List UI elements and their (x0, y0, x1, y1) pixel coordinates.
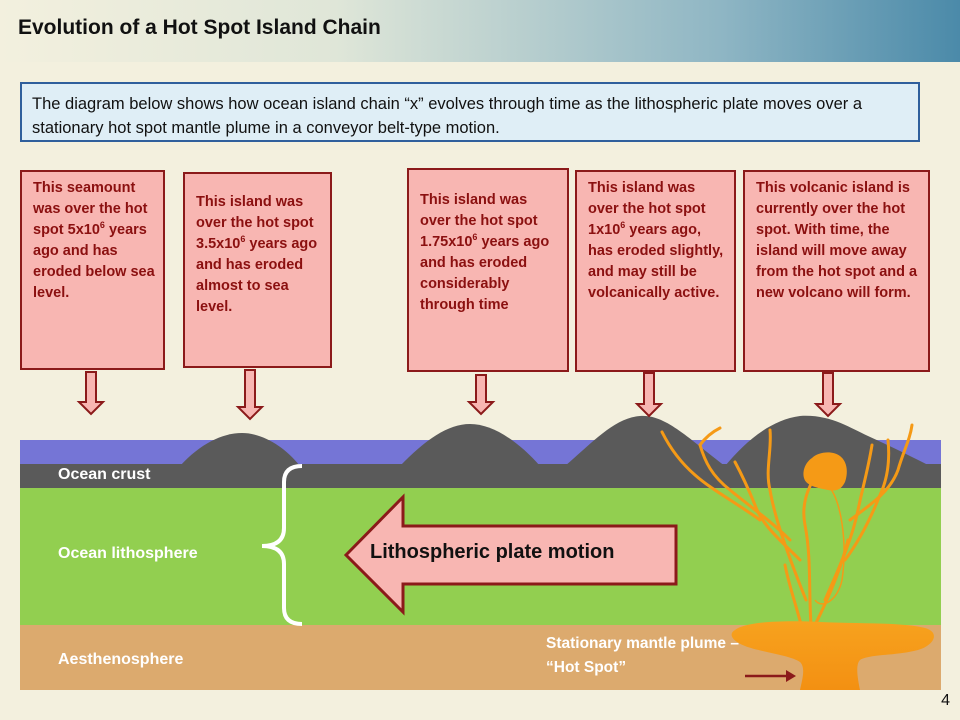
hot-spot-label: Stationary mantle plume – “Hot Spot” (546, 635, 739, 676)
down-arrows (76, 369, 843, 421)
title-banner (0, 0, 960, 62)
box-text: This island was over the hot spot 1x10 (588, 180, 706, 238)
box-superscript: 6 (99, 220, 105, 231)
plate-motion-label: Lithospheric plate motion (370, 541, 615, 563)
volcano-3 (565, 415, 725, 466)
box-text: This island was over the hot spot 3.5x10 (196, 194, 314, 252)
volcanoes (180, 415, 930, 466)
box-text: This island was over the hot spot 1.75x1… (420, 192, 538, 250)
box-superscript: 6 (240, 234, 246, 245)
volcano-4 (725, 415, 930, 466)
box-text: This seamount was over the hot spot 5x10 (33, 180, 148, 238)
info-box-island-1: This island was over the hot spot 3.5x10… (183, 172, 332, 368)
aesthenosphere-label: Aesthenosphere (58, 651, 184, 668)
page-number: 4 (941, 692, 950, 709)
arrow-5 (813, 372, 843, 418)
info-box-island-3: This island was over the hot spot 1x106 … (575, 170, 736, 372)
plate-motion-arrow (343, 493, 678, 616)
volcano-2 (400, 424, 540, 466)
magma-conduits (660, 423, 914, 642)
info-box-island-2: This island was over the hot spot 1.75x1… (407, 168, 569, 372)
magma-chamber-icon (803, 452, 847, 491)
info-box-seamount: This seamount was over the hot spot 5x10… (20, 170, 165, 370)
arrow-2 (235, 369, 265, 421)
ocean-lithosphere-label: Ocean lithosphere (58, 545, 198, 562)
box-text: years ago and has eroded below sea level… (33, 222, 155, 301)
ocean-crust-label: Ocean crust (58, 466, 151, 483)
box-text: years ago and has eroded almost to sea l… (196, 236, 318, 315)
box-text: years ago and has eroded considerably th… (420, 234, 550, 313)
lithosphere-brace (261, 464, 303, 626)
volcano-1 (180, 433, 300, 466)
info-box-active-volcano: This volcanic island is currently over t… (743, 170, 930, 372)
box-superscript: 6 (620, 220, 626, 231)
box-text: This volcanic island is currently over t… (756, 180, 918, 301)
arrow-1 (76, 371, 106, 416)
ocean-crust-layer (20, 464, 941, 488)
arrow-3 (466, 374, 496, 416)
hot-spot-plume-icon (731, 621, 934, 690)
intro-text: The diagram below shows how ocean island… (20, 82, 920, 142)
arrow-4 (634, 372, 664, 418)
page-title: Evolution of a Hot Spot Island Chain (18, 16, 381, 39)
box-text: years ago, has eroded slightly, and may … (588, 222, 724, 301)
box-superscript: 6 (472, 232, 478, 243)
